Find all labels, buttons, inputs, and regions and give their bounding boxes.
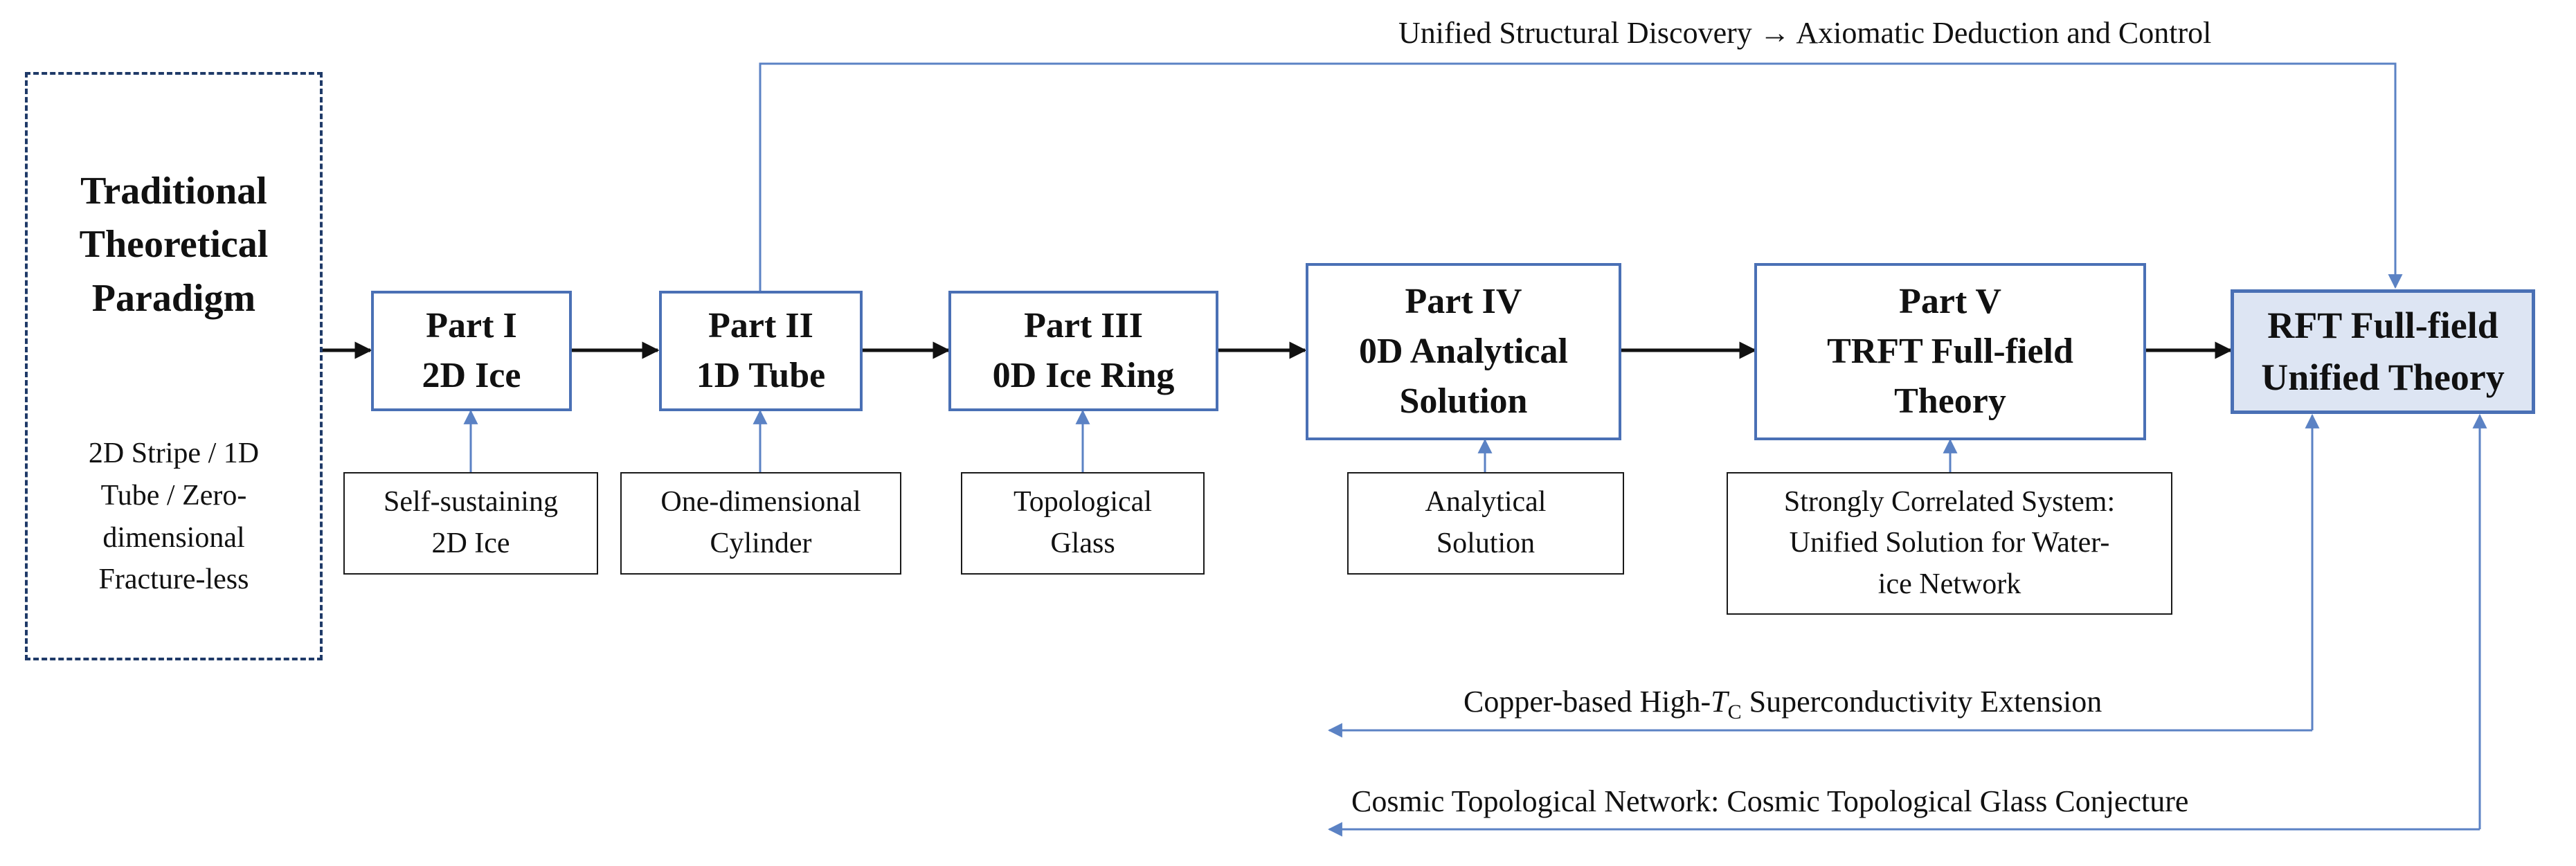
input-line: 2D Ice — [431, 527, 510, 559]
paradigm-title: Traditional Theoretical Paradigm — [80, 165, 269, 325]
label-suffix: Superconductivity Extension — [1741, 685, 2102, 719]
stage-line: Solution — [1399, 381, 1528, 421]
stage-line: Part II — [708, 306, 813, 346]
stage-rft-unified-theory: RFT Full-field Unified Theory — [2231, 289, 2535, 414]
input-topological-glass: Topological Glass — [961, 472, 1205, 575]
paradigm-body-line: 2D Stripe / 1D — [88, 437, 260, 469]
paradigm-body-line: Tube / Zero- — [100, 479, 247, 512]
stage-line: Part I — [426, 306, 517, 346]
superconductivity-extension-label: Copper-based High-TC Superconductivity E… — [1463, 684, 2102, 724]
paradigm-title-line: Traditional — [80, 170, 267, 213]
stage-part-iv: Part IV 0D Analytical Solution — [1306, 263, 1621, 440]
stage-line: Part IV — [1405, 282, 1522, 322]
input-one-dimensional-cylinder: One-dimensional Cylinder — [620, 472, 901, 575]
stage-part-i: Part I 2D Ice — [371, 291, 572, 411]
stage-line: 1D Tube — [696, 356, 826, 395]
input-line: ice Network — [1877, 568, 2021, 600]
input-line: Analytical — [1425, 486, 1547, 518]
stage-line: Unified Theory — [2261, 357, 2505, 398]
input-analytical-solution: Analytical Solution — [1347, 472, 1624, 575]
input-line: Strongly Correlated System: — [1783, 485, 2116, 518]
paradigm-title-line: Theoretical — [79, 223, 269, 267]
c-subscript: C — [1727, 700, 1742, 723]
t-symbol: T — [1711, 685, 1728, 719]
stage-line: RFT Full-field — [2267, 305, 2498, 347]
stage-line: Part V — [1899, 282, 2001, 322]
unified-discovery-connector — [759, 62, 2403, 291]
stage-line: Theory — [1894, 381, 2006, 421]
stage-line: 0D Analytical — [1359, 332, 1568, 372]
stage-line: Part III — [1024, 306, 1143, 346]
stage-part-ii: Part II 1D Tube — [659, 291, 863, 411]
unified-discovery-label: Unified Structural Discovery → Axiomatic… — [1398, 16, 2212, 50]
label-prefix: Copper-based High- — [1463, 685, 1711, 719]
paradigm-body-line: dimensional — [102, 521, 245, 554]
traditional-paradigm-box: Traditional Theoretical Paradigm 2D Stri… — [25, 72, 323, 660]
stage-line: 0D Ice Ring — [992, 356, 1175, 395]
paradigm-description: 2D Stripe / 1D Tube / Zero- dimensional … — [61, 433, 287, 602]
input-line: Cylinder — [710, 527, 812, 559]
stage-part-v: Part V TRFT Full-field Theory — [1754, 263, 2146, 440]
input-line: Topological — [1013, 486, 1152, 518]
input-line: Self-sustaining — [384, 486, 558, 518]
input-strongly-correlated-system: Strongly Correlated System: Unified Solu… — [1727, 472, 2172, 615]
cosmic-network-extension-label: Cosmic Topological Network: Cosmic Topol… — [1351, 784, 2189, 818]
stage-line: TRFT Full-field — [1827, 332, 2073, 372]
input-line: Solution — [1436, 527, 1535, 559]
input-line: Unified Solution for Water- — [1789, 527, 2110, 559]
paradigm-body-line: Fracture-less — [98, 563, 249, 596]
paradigm-title-line: Paradigm — [91, 276, 256, 320]
input-line: Glass — [1050, 527, 1115, 559]
stage-line: 2D Ice — [422, 356, 521, 395]
input-self-sustaining-2d-ice: Self-sustaining 2D Ice — [343, 472, 598, 575]
input-line: One-dimensional — [660, 486, 861, 518]
stage-part-iii: Part III 0D Ice Ring — [948, 291, 1218, 411]
